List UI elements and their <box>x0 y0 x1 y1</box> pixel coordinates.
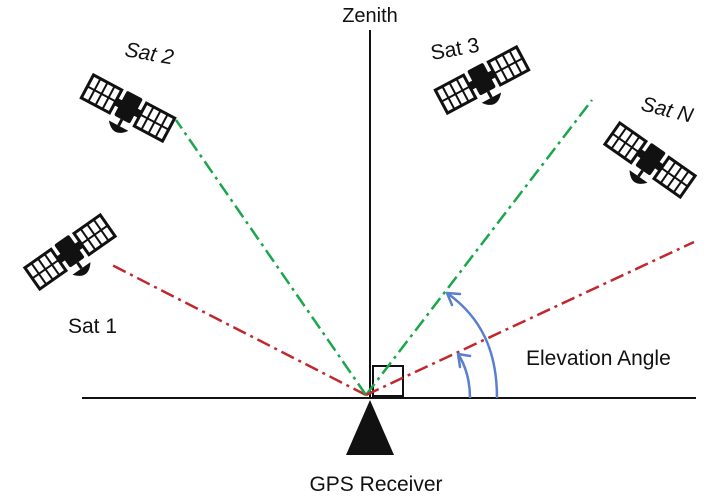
satellite-icon <box>22 211 125 303</box>
sat1-label: Sat 1 <box>68 315 117 338</box>
elevation-arc-green-arrowhead <box>445 291 462 307</box>
sat2-label: Sat 2 <box>123 38 176 69</box>
zenith-label: Zenith <box>342 5 398 27</box>
elevation-arc-red-arrowhead <box>456 352 472 369</box>
sightline-sat3 <box>365 99 593 396</box>
elevation-angle-label: Elevation Angle <box>526 347 671 370</box>
satellite-icon <box>595 119 698 211</box>
sightline-satN <box>365 240 695 397</box>
triangle-receiver-icon <box>346 400 394 455</box>
sightline-sat2 <box>174 119 368 396</box>
elevation-arc-red <box>456 353 472 399</box>
satN-label: Sat N <box>639 93 696 128</box>
sat3-label: Sat 3 <box>429 34 481 65</box>
elevation-arc-green <box>446 291 499 399</box>
gps-receiver-label: GPS Receiver <box>309 473 442 496</box>
satellite-icon <box>73 71 178 155</box>
sightline-sat1 <box>109 262 367 397</box>
